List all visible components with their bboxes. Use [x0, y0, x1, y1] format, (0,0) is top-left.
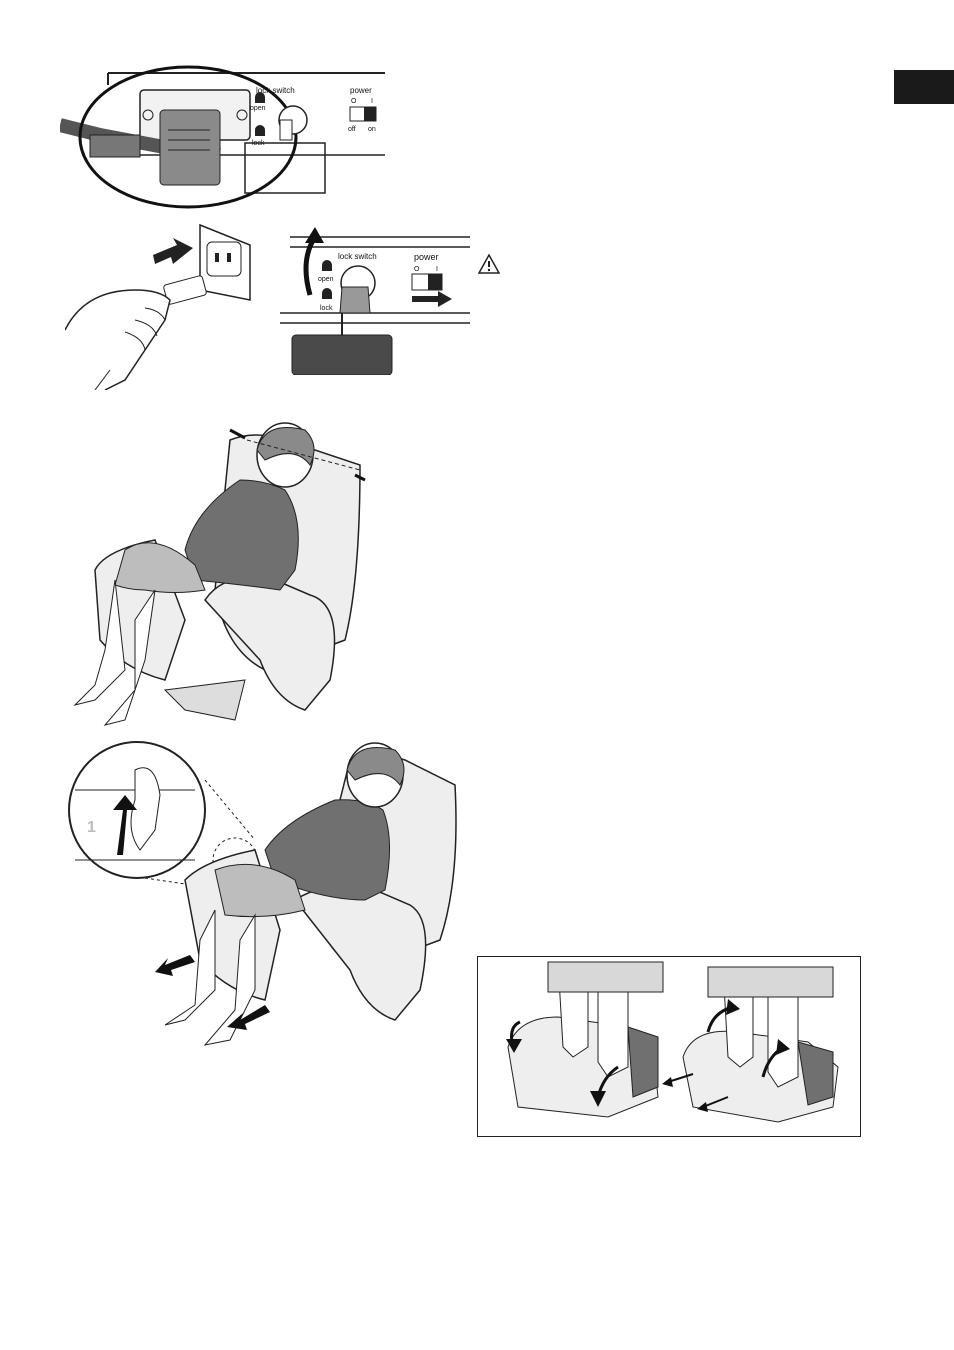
slide-right-arrow-icon	[412, 291, 452, 307]
power-label: power	[414, 252, 439, 262]
open-label: open	[318, 276, 334, 283]
extend-arrow-icon	[667, 1073, 694, 1083]
rotate-arrow-icon	[303, 235, 318, 296]
warning-triangle-icon	[478, 254, 500, 274]
lock-switch-label: lock switch	[338, 252, 377, 261]
lift-arrow-icon	[113, 795, 137, 855]
lock-switch-label: lock switch	[256, 86, 295, 95]
on-symbol: I	[371, 98, 373, 105]
lock-label: lock	[252, 140, 265, 147]
unlock-icon	[255, 92, 265, 103]
insert-arrow-icon	[153, 238, 193, 264]
extend-arrow-icon	[702, 1096, 729, 1108]
step-number: 1	[87, 819, 96, 836]
lock-icon	[255, 125, 265, 136]
off-label: off	[348, 126, 356, 133]
footrest-illustration-box	[477, 956, 861, 1137]
power-connector-illustration: lock switch open lock power O I off on	[60, 65, 385, 209]
power-label: power	[350, 86, 372, 95]
extend-arrow-icon	[227, 1005, 270, 1030]
section-tab-marker	[894, 70, 954, 104]
seated-position-illustration	[73, 422, 366, 726]
unlock-icon	[322, 260, 332, 271]
off-symbol: O	[351, 98, 357, 105]
footrest-illustration	[506, 961, 839, 1123]
lock-icon	[322, 288, 332, 299]
extend-arrow-icon	[155, 955, 195, 976]
on-symbol: I	[436, 266, 438, 273]
lock-switch-illustration: lock switch open lock power O I	[280, 227, 470, 375]
plug-insertion-illustration	[65, 223, 251, 390]
recline-lever-illustration: 1	[68, 741, 457, 1046]
on-label: on	[368, 126, 376, 133]
open-label: open	[250, 105, 266, 112]
lock-label: lock	[320, 305, 333, 312]
off-symbol: O	[414, 266, 420, 273]
